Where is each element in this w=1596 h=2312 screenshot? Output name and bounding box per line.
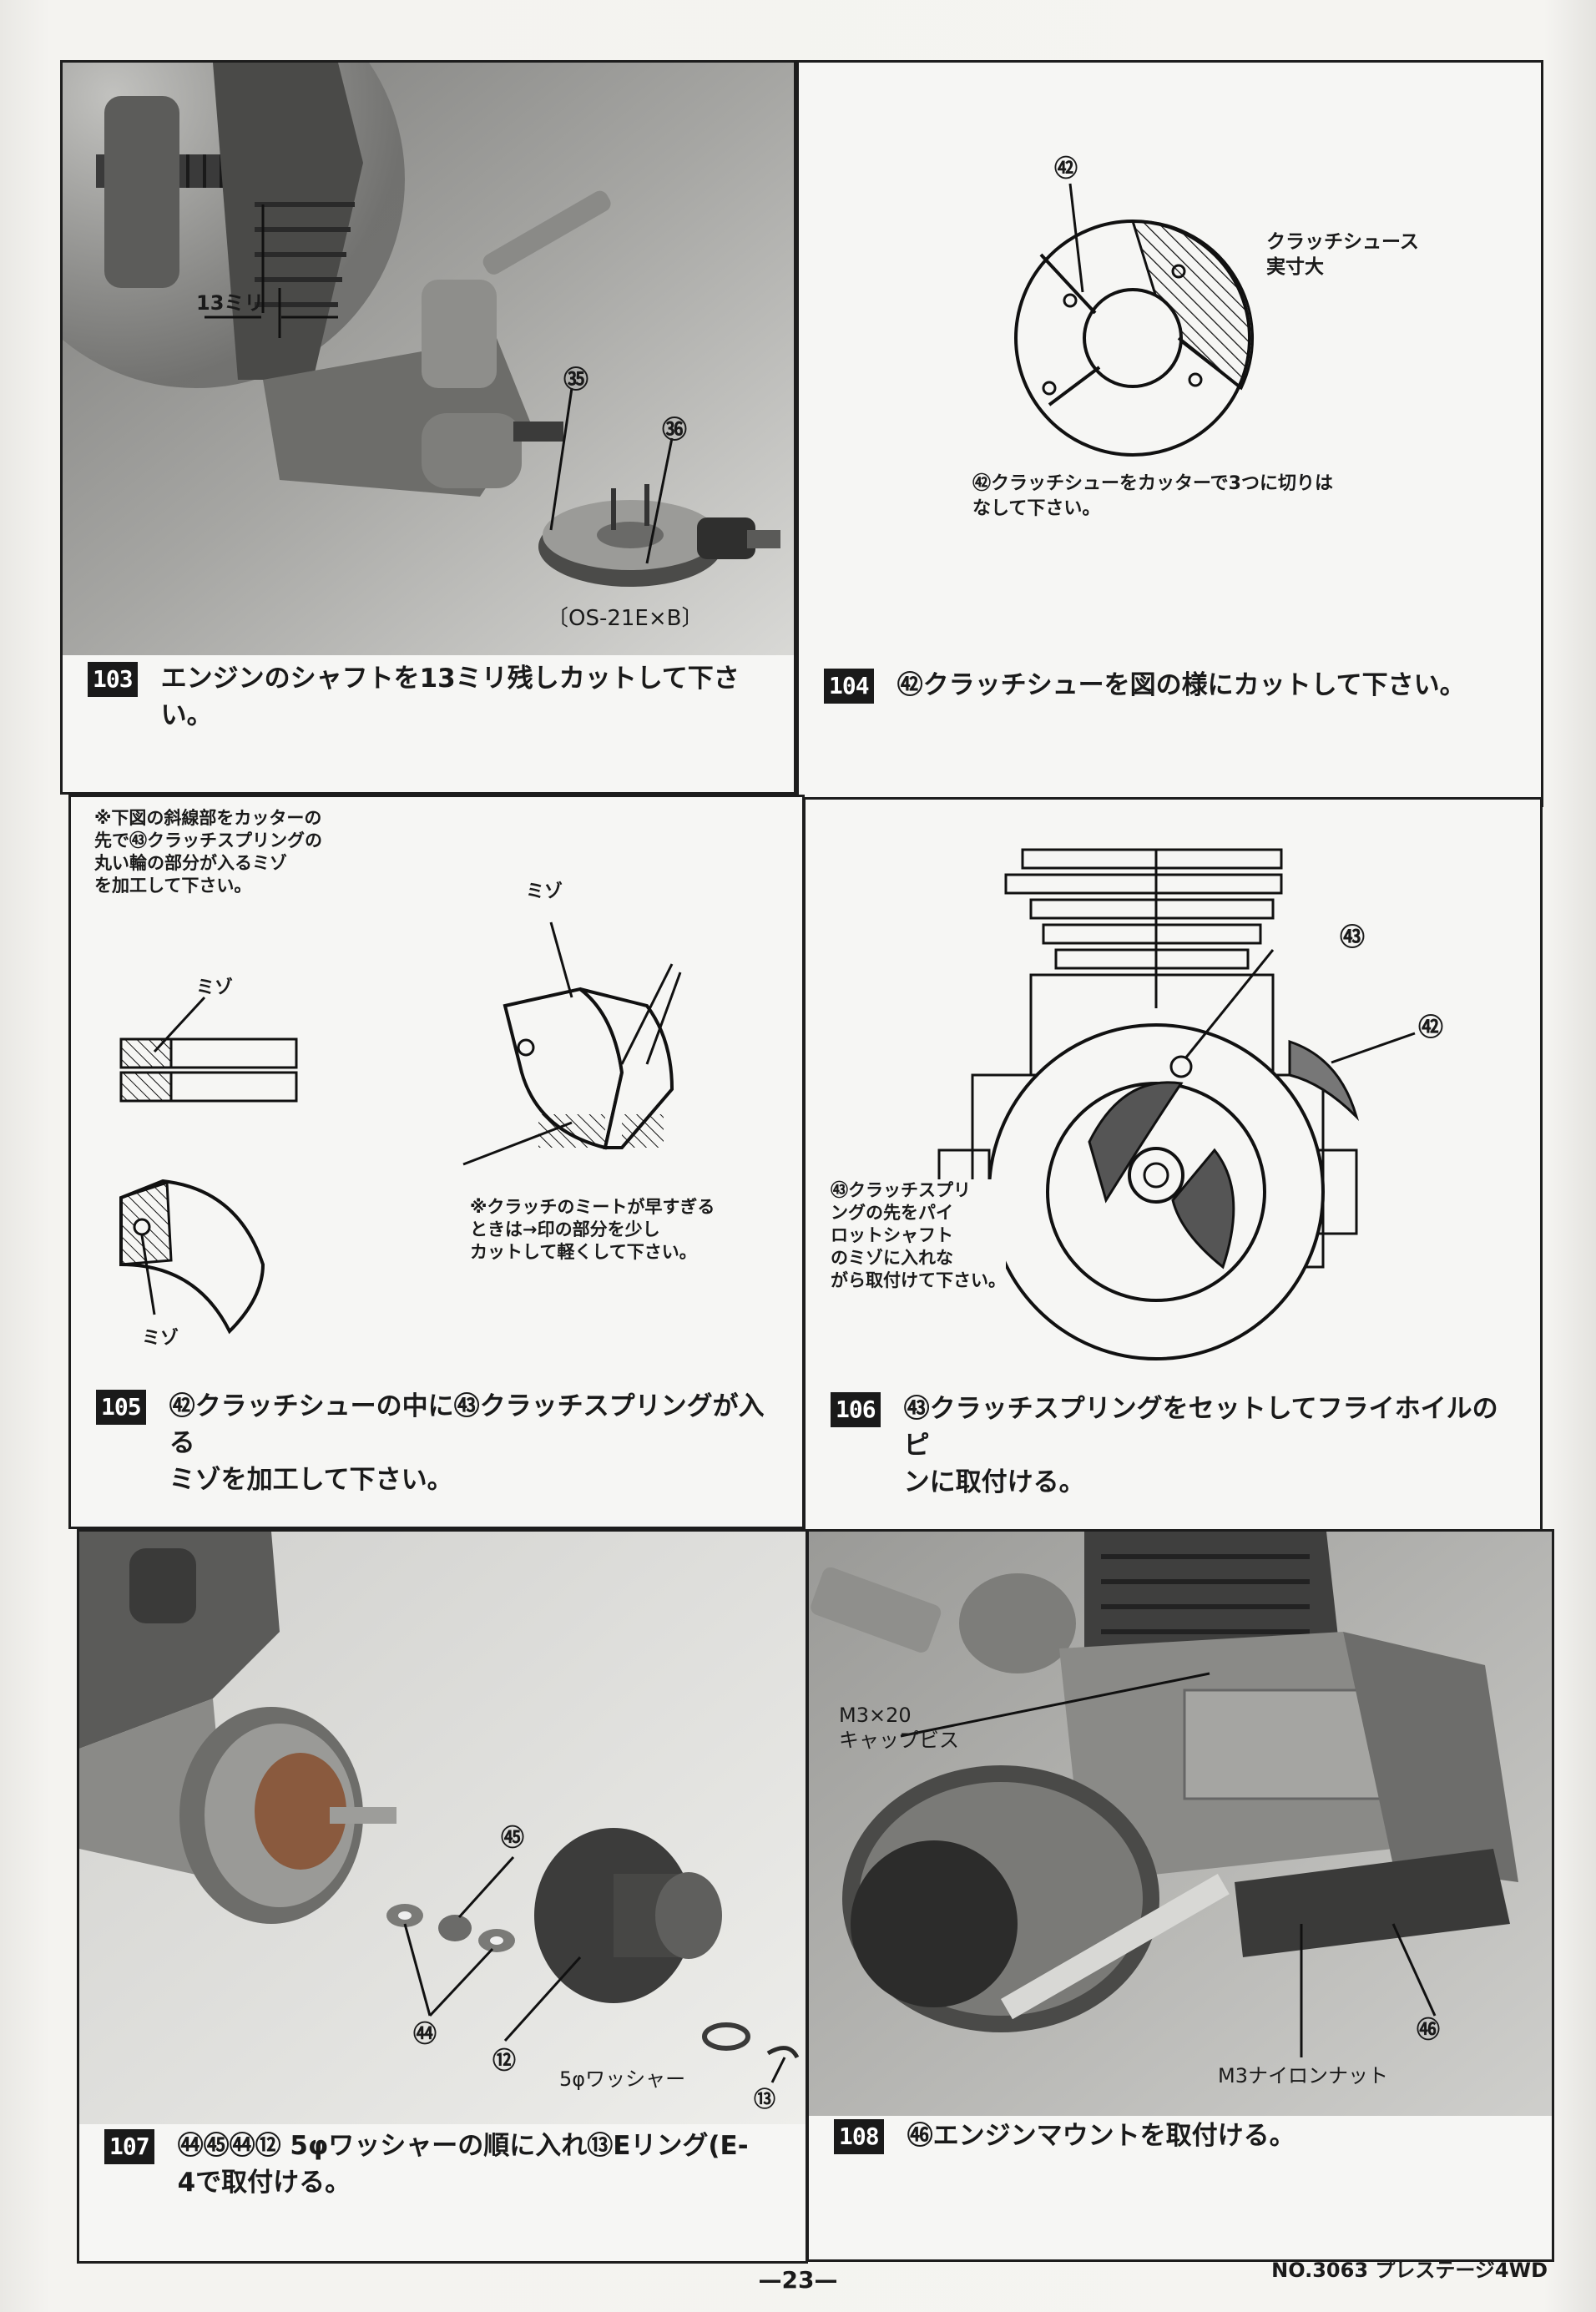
step-108-panel: M3×20 キャップビス M3ナイロンナット ㊻ 108 ㊻エンジンマウントを取…	[806, 1529, 1554, 2262]
step-106-note: ㊸クラッチスプリ ングの先をパイ ロットシャフト のミゾに入れな がら取付けて下…	[831, 1179, 1006, 1292]
part-90-label: ㊺	[501, 1824, 525, 1851]
dimension-label: 13ミリ	[196, 291, 265, 315]
step-105-caption: 105 ㊷クラッチシューの中に㊸クラッチスプリングが入る ミゾを加工して下さい。	[71, 1376, 802, 1527]
step-text: ㊻エンジンマウントを取付ける。	[907, 2121, 1295, 2151]
engine-photo	[63, 63, 794, 655]
step-text: エンジンのシャフトを13ミリ残しカットして下さい。	[160, 664, 740, 730]
part-91-label: ㊻	[1417, 2016, 1441, 2043]
step-107-photo: ㊺ ㊹ ⑫ ⑬ 5φワッシャー	[79, 1532, 806, 2124]
step-text: ㊸クラッチスプリングをセットしてフライホイルのピ ンに取付ける。	[903, 1394, 1498, 1497]
step-number: 103	[88, 662, 138, 697]
washer-label: 5φワッシャー	[559, 2067, 686, 2091]
step-number: 106	[831, 1392, 881, 1427]
cap-screw-label: M3×20 キャップビス	[839, 1704, 959, 1752]
step-number: 104	[824, 669, 874, 704]
step-106-caption: 106 ㊸クラッチスプリングをセットしてフライホイルのピ ンに取付ける。	[806, 1379, 1540, 1529]
clutch-bell-photo	[79, 1532, 806, 2124]
step-105-bottom-note: ※クラッチのミートが早すぎる ときは→印の部分を少し カットして軽くして下さい。	[470, 1197, 715, 1262]
groove-label-right: ミゾ	[526, 881, 563, 902]
engine-model-label: 〔OS-21E×B〕	[547, 606, 704, 631]
step-108-caption: 108 ㊻エンジンマウントを取付ける。	[809, 2111, 1552, 2259]
step-104-note: ㊷クラッチシューをカッターで3つに切りは なして下さい。	[972, 473, 1333, 519]
part-87-label: ㊷	[1054, 154, 1078, 182]
step-108-photo: M3×20 キャップビス M3ナイロンナット ㊻	[809, 1532, 1552, 2116]
groove-label-bottom: ミゾ	[142, 1328, 179, 1349]
actual-size-label: クラッチシュース 実寸大	[1266, 231, 1419, 278]
part-87-label: ㊷	[1418, 1013, 1443, 1042]
step-text: ㊹㊺㊹⑫ 5φワッシャーの順に入れ⑬Eリング(E- 4で取付ける。	[177, 2131, 749, 2198]
step-105-top-note: ※下図の斜線部をカッターの 先で㊸クラッチスプリングの 丸い輪の部分が入るミゾ …	[94, 808, 322, 896]
part-88-label: ㊸	[1340, 923, 1365, 952]
step-number: 107	[104, 2129, 154, 2164]
model-number: NO.3063 プレステージ4WD	[1271, 2259, 1548, 2282]
part-125-label: ⑬	[754, 2087, 776, 2113]
step-104-panel: ㊷ クラッチシュース 実寸大 ㊷クラッチシューをカッターで3つに切りは なして下…	[796, 60, 1543, 807]
step-105-diagram: ※下図の斜線部をカッターの 先で㊸クラッチスプリングの 丸い輪の部分が入るミゾ …	[71, 797, 802, 1381]
step-text: ㊷クラッチシューの中に㊸クラッチスプリングが入る ミゾを加工して下さい。	[169, 1391, 765, 1495]
step-number: 105	[96, 1390, 146, 1425]
part-112-label: ⑫	[492, 2047, 517, 2074]
part-86-label: ㊱	[662, 416, 687, 445]
step-103-photo: 13ミリ ㉟ ㊱ 〔OS-21E×B〕	[63, 63, 794, 655]
step-104-caption: 104 ㊷クラッチシューを図の様にカットして下さい。	[799, 659, 1541, 805]
step-107-caption: 107 ㊹㊺㊹⑫ 5φワッシャーの順に入れ⑬Eリング(E- 4で取付ける。	[79, 2119, 806, 2261]
step-106-diagram: ㊸ ㊷ ㊸クラッチスプリ ングの先をパイ ロットシャフト のミゾに入れな がら取…	[806, 800, 1540, 1384]
step-103-panel: 13ミリ ㉟ ㊱ 〔OS-21E×B〕 103 エンジンのシャフトを13ミリ残し…	[60, 60, 796, 795]
step-106-panel: ㊸ ㊷ ㊸クラッチスプリ ングの先をパイ ロットシャフト のミゾに入れな がら取…	[803, 797, 1543, 1532]
step-103-caption: 103 エンジンのシャフトを13ミリ残しカットして下さい。	[63, 652, 794, 792]
engine-mount-photo	[809, 1532, 1552, 2116]
step-105-panel: ※下図の斜線部をカッターの 先で㊸クラッチスプリングの 丸い輪の部分が入るミゾ …	[68, 795, 805, 1529]
nylon-nut-label: M3ナイロンナット	[1218, 2064, 1388, 2087]
groove-label-left: ミゾ	[196, 977, 234, 998]
step-104-diagram: ㊷ クラッチシュース 実寸大 ㊷クラッチシューをカッターで3つに切りは なして下…	[799, 63, 1541, 664]
step-text: ㊷クラッチシューを図の様にカットして下さい。	[896, 670, 1466, 700]
step-number: 108	[834, 2119, 884, 2154]
page-number: —23—	[758, 2266, 838, 2294]
part-85-label: ㉟	[563, 366, 588, 395]
part-89-label: ㊹	[413, 2020, 437, 2047]
step-107-panel: ㊺ ㊹ ⑫ ⑬ 5φワッシャー 107 ㊹㊺㊹⑫ 5φワッシャーの順に入れ⑬Eリ…	[77, 1529, 808, 2264]
